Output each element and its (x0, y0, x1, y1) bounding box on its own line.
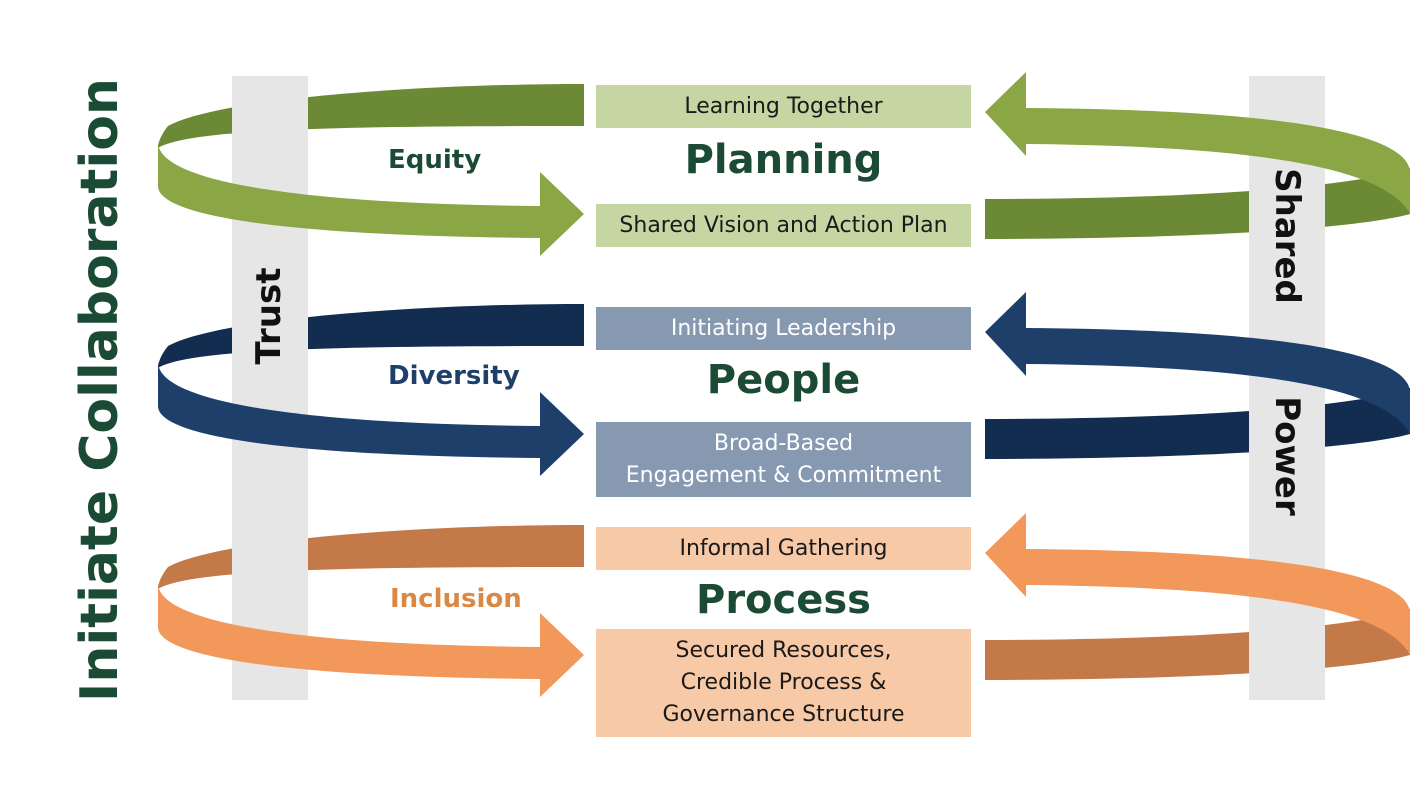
people-loop-band-right-lower (985, 388, 1410, 459)
planning-loop-arrow-right-front (985, 72, 1411, 214)
people-loop-band-left-back (158, 304, 584, 368)
box-secured-resources: Secured Resources, Credible Process & Go… (596, 629, 971, 737)
box-secured-resources-line-2: Credible Process & (680, 670, 887, 695)
box-informal-gathering: Informal Gathering (596, 527, 971, 570)
pillar-trust (232, 76, 308, 700)
process-loop-band-left-back (158, 525, 584, 589)
planning-loop-band-left-back (158, 84, 584, 148)
process-loop-arrow-right-front (985, 513, 1411, 655)
box-broad-based-line-2: Engagement & Commitment (625, 462, 942, 488)
value-diversity: Diversity (388, 361, 520, 391)
process-loop-arrow-left-front (158, 583, 584, 697)
people-loop-arrow-left-front (158, 362, 584, 476)
box-broad-based: Broad-Based Engagement & Commitment (596, 422, 971, 497)
box-shared-vision: Shared Vision and Action Plan (596, 204, 971, 247)
people-loop-arrow-right-front (985, 292, 1411, 434)
box-secured-resources-line-1: Secured Resources, (675, 638, 892, 663)
value-equity: Equity (388, 145, 482, 175)
pillar-label-shared: Shared (1267, 168, 1307, 304)
box-broad-based-line-1: Broad-Based (713, 430, 854, 456)
box-shared-vision-line-1: Shared Vision and Action Plan (619, 212, 948, 238)
pillar-label-power: Power (1267, 396, 1307, 516)
title-process: Process (696, 577, 871, 623)
box-initiating-leadership: Initiating Leadership (596, 307, 971, 350)
box-secured-resources-line-3: Governance Structure (662, 702, 905, 727)
box-initiating-leadership-text: Initiating Leadership (670, 315, 897, 341)
planning-loop-arrow-left-front (158, 142, 584, 256)
main-title: Initiate Collaboration (70, 78, 130, 702)
process-loop-band-right-lower (985, 609, 1410, 680)
box-informal-gathering-text: Informal Gathering (679, 535, 888, 561)
value-inclusion: Inclusion (390, 584, 522, 614)
title-planning: Planning (684, 137, 883, 183)
planning-loop-band-right-lower (985, 168, 1410, 239)
box-learning-together: Learning Together (596, 85, 971, 128)
box-learning-together-text: Learning Together (684, 93, 883, 119)
pillar-label-trust: Trust (249, 267, 289, 365)
title-people: People (706, 357, 861, 403)
